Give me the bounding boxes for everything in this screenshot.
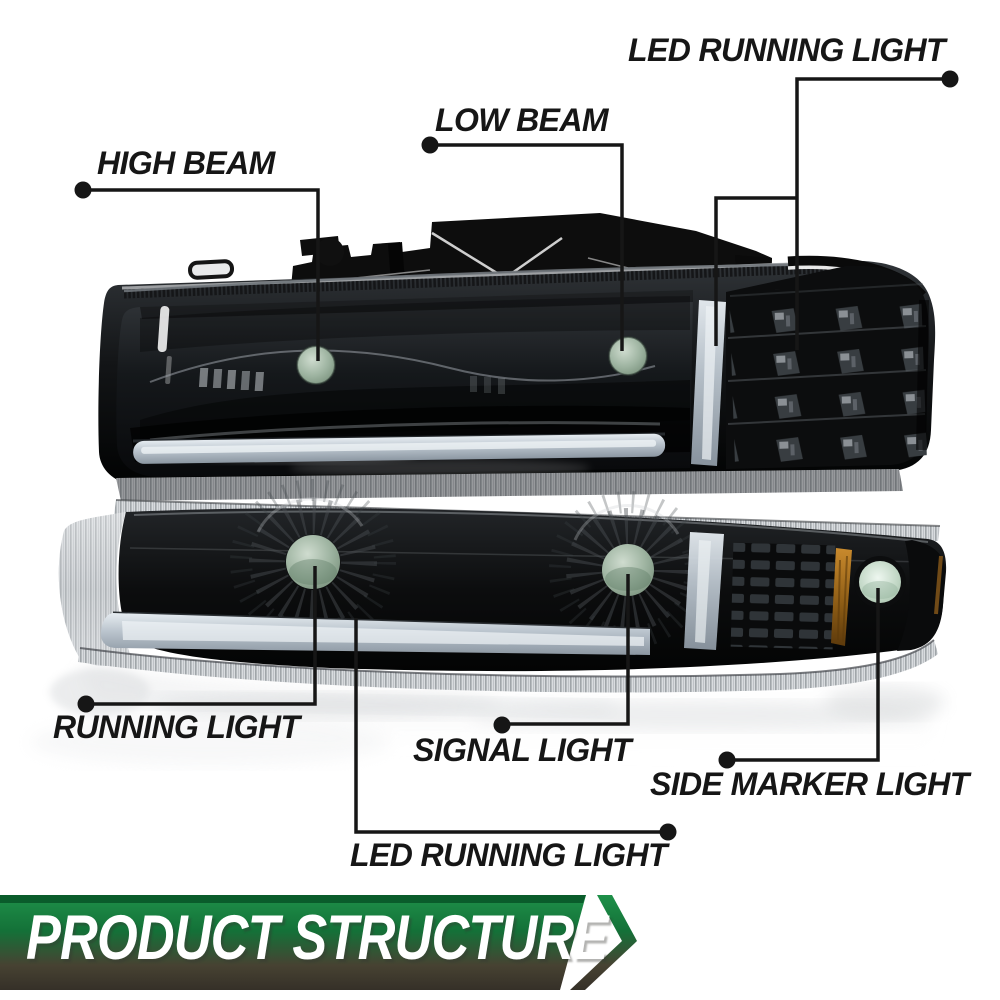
banner-title: PRODUCT STRUCTURE	[26, 903, 608, 973]
bumper-signal-lamp-photo	[58, 479, 947, 693]
chevron-right-icon	[570, 895, 637, 990]
callout-line-signal-light	[493, 574, 630, 734]
retainer-clip-left	[188, 259, 235, 280]
label-low-beam: LOW BEAM	[435, 102, 609, 138]
callout-line-side-marker-light	[718, 588, 880, 769]
headlight-assembly-photo	[98, 255, 936, 501]
label-led-running-top: LED RUNNING LIGHT	[628, 32, 946, 68]
callout-line-led-running-bottom	[354, 618, 677, 841]
running-light-bulb	[286, 535, 340, 589]
led-drl-tube-bottom	[100, 532, 724, 655]
banner-ribbon	[0, 895, 637, 990]
lens-facets	[198, 368, 505, 394]
grid-reflector	[730, 542, 836, 650]
end-cap-right	[897, 540, 946, 651]
low-beam-bulb	[609, 337, 647, 375]
label-signal-light: SIGNAL LIGHT	[413, 732, 632, 768]
signal-light-bulb	[602, 544, 654, 596]
side-marker-bulb	[859, 561, 901, 603]
callout-line-led-running-top	[714, 70, 959, 350]
floor-reflection	[30, 668, 945, 766]
label-side-marker-light: SIDE MARKER LIGHT	[650, 766, 969, 802]
label-running-light: RUNNING LIGHT	[53, 709, 300, 745]
label-led-running-bottom: LED RUNNING LIGHT	[350, 837, 668, 873]
callout-line-low-beam	[421, 136, 624, 351]
high-beam-bulb	[297, 346, 335, 384]
label-high-beam: HIGH BEAM	[97, 145, 275, 181]
led-corner-section	[726, 265, 929, 470]
callout-line-high-beam	[74, 181, 320, 361]
led-drl-tube-top	[132, 300, 726, 466]
callout-line-running-light	[77, 566, 317, 713]
